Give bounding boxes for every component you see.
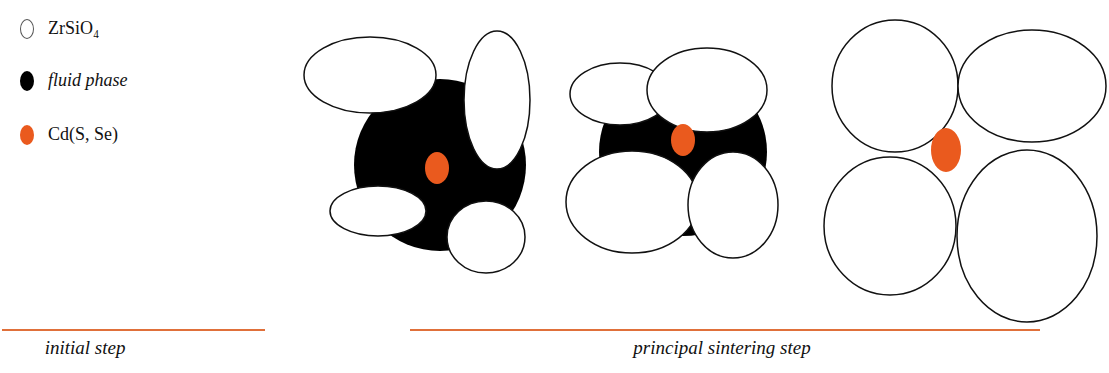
legend-text: ZrSiO₄ xyxy=(48,18,99,39)
step-rule xyxy=(2,329,265,331)
legend-row: ZrSiO₄ xyxy=(20,18,99,39)
legend-row: fluid phase xyxy=(20,70,128,91)
step-label: principal sintering step xyxy=(633,337,810,359)
legend-swatch xyxy=(20,125,34,145)
legend-swatch xyxy=(20,19,34,39)
legend-swatch xyxy=(20,71,34,91)
step-rule xyxy=(410,329,1040,331)
legend-row: Cd(S, Se) xyxy=(20,124,118,145)
legend-text: Cd(S, Se) xyxy=(48,124,118,145)
grain-cluster xyxy=(824,20,1106,322)
grain-cluster xyxy=(566,48,778,258)
grain-cluster xyxy=(304,31,530,273)
legend-text: fluid phase xyxy=(48,70,128,91)
step-label: initial step xyxy=(45,337,126,359)
